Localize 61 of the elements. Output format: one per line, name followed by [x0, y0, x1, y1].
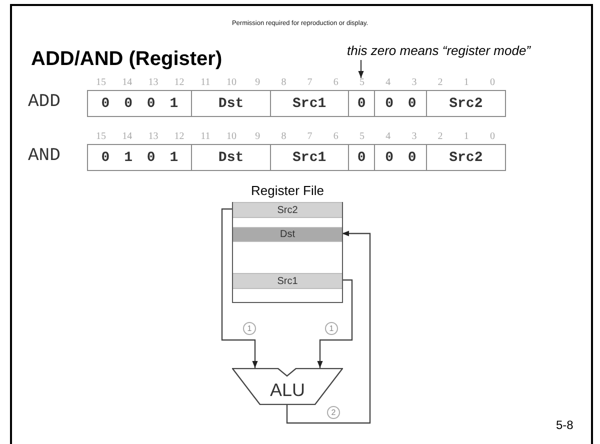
connector-arrow — [317, 279, 353, 368]
bit-number: 10 — [226, 131, 238, 142]
annotation-text: this zero means “register mode” — [347, 43, 531, 58]
leader-arrow — [358, 60, 364, 78]
bit-number: 13 — [147, 77, 160, 88]
bit-number: 5 — [349, 77, 375, 88]
bit-number: 3 — [410, 77, 418, 88]
instruction-field: 0 1 0 1 — [87, 144, 192, 171]
register-row: Src1 — [233, 273, 342, 289]
register-row: Src2 — [233, 202, 342, 218]
bit-number: 8 — [280, 77, 288, 88]
register-file-title: Register File — [250, 183, 325, 199]
bit-number: 14 — [121, 131, 134, 142]
step-number: 2 — [327, 406, 340, 419]
connector-arrow — [286, 230, 371, 424]
bit-number: 10 — [226, 77, 238, 88]
bit-number: 13 — [147, 131, 160, 142]
opcode-name: AND — [28, 146, 60, 166]
bit-number: 8 — [280, 131, 288, 142]
bit-number: 1 — [462, 77, 470, 88]
step-number: 1 — [325, 322, 338, 335]
instruction-field: Src2 — [426, 90, 506, 117]
slide-title: ADD/AND (Register) — [31, 48, 222, 71]
step-number: 1 — [243, 322, 256, 335]
instruction-field: 0 — [348, 90, 376, 117]
bit-number: 7 — [306, 77, 314, 88]
instruction-field: 0 — [348, 144, 376, 171]
bit-number: 6 — [332, 131, 340, 142]
instruction-field: Src1 — [270, 90, 349, 117]
bit-number: 0 — [489, 77, 496, 88]
bit-number: 15 — [95, 77, 107, 88]
bit-number: 6 — [332, 77, 340, 88]
bit-number: 5 — [358, 131, 366, 142]
bit-number: 2 — [436, 131, 444, 142]
slide-number: 5-8 — [556, 418, 574, 432]
bit-number: 1 — [462, 131, 470, 142]
connector-arrow — [221, 208, 258, 368]
bit-number: 4 — [384, 77, 392, 88]
bit-number: 12 — [173, 77, 186, 88]
instruction-field: Src1 — [270, 144, 349, 171]
bit-number: 11 — [200, 77, 212, 88]
bit-number: 7 — [306, 131, 314, 142]
instruction-field: 0 0 0 1 — [87, 90, 192, 117]
instruction-field: Dst — [191, 90, 271, 117]
instruction-field: 0 0 — [374, 90, 428, 117]
bit-number: 2 — [436, 77, 444, 88]
bit-number: 12 — [173, 131, 186, 142]
bit-number: 14 — [121, 77, 134, 88]
register-row: Dst — [233, 227, 342, 242]
bit-number: 11 — [200, 131, 212, 142]
opcode-name: ADD — [28, 92, 60, 112]
instruction-field: Src2 — [426, 144, 506, 171]
bit-number: 3 — [410, 131, 418, 142]
bit-number: 15 — [95, 131, 107, 142]
instruction-field: Dst — [191, 144, 271, 171]
bit-number: 9 — [254, 131, 262, 142]
bit-number: 0 — [489, 131, 496, 142]
bit-number: 4 — [384, 131, 392, 142]
bit-number: 9 — [254, 77, 262, 88]
instruction-field: 0 0 — [374, 144, 428, 171]
alu-block: ALU — [232, 368, 343, 405]
